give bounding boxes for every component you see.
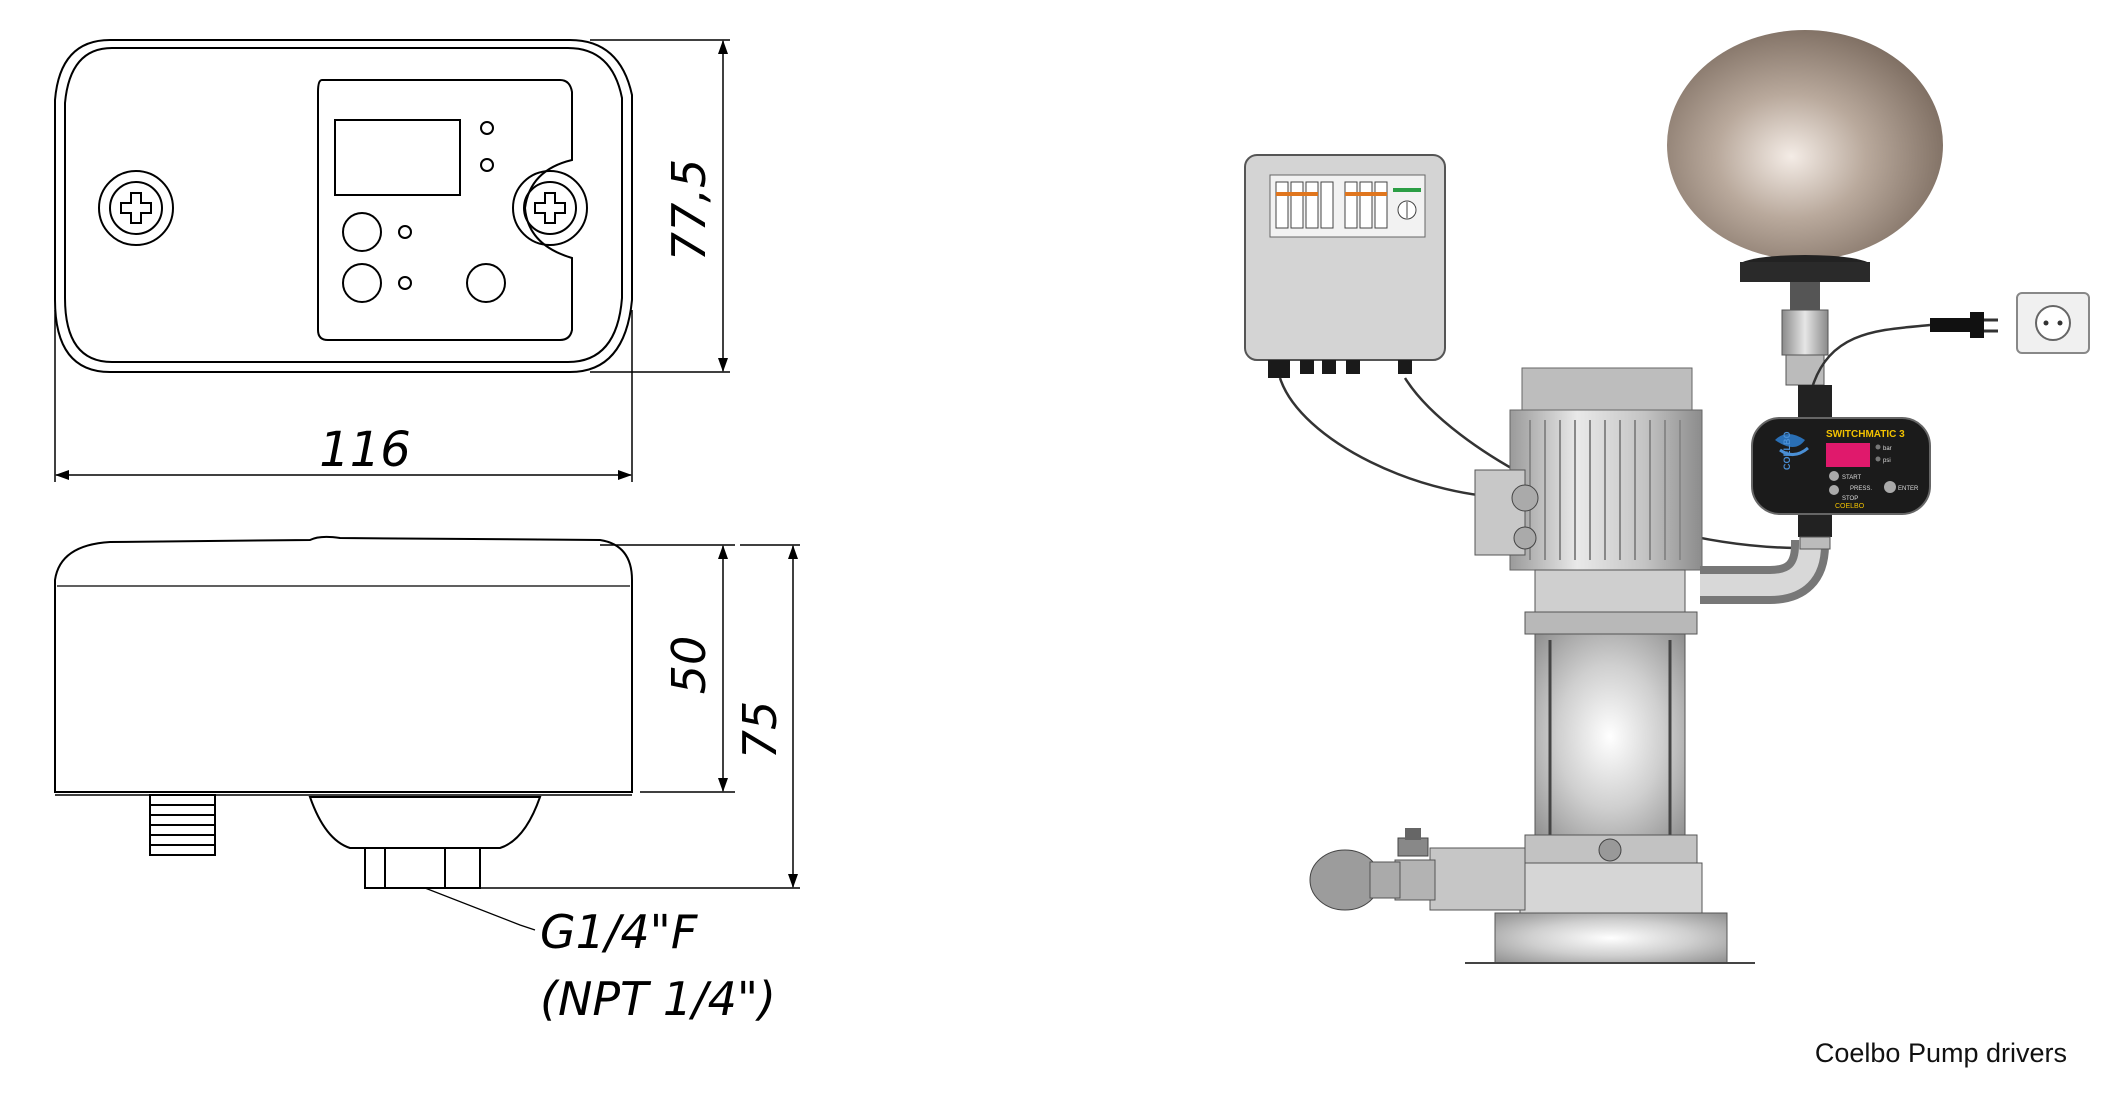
controller-pipe (1799, 536, 1831, 550)
inlet-valve (1309, 828, 1526, 911)
power-plug-icon (1930, 312, 1998, 338)
controller-stop-label: STOP (1842, 496, 1858, 502)
dimension-total-height-label: 75 (733, 701, 787, 760)
pump-body (1465, 633, 1755, 964)
electrical-panel (1244, 154, 1446, 378)
controller-enter-label: ENTER (1898, 486, 1919, 492)
dimension-total-height (480, 544, 800, 889)
top-view-outline-inner (64, 47, 623, 363)
display-window (334, 119, 461, 196)
button-stop (342, 263, 382, 303)
thread-npt-label: (NPT 1/4") (540, 972, 776, 1026)
dimension-width (54, 310, 633, 482)
led-psi (480, 158, 494, 172)
pressure-port-thread (364, 847, 481, 889)
controller-press-label: PRESS. (1850, 486, 1872, 492)
switchmatic-controller: COELBO SWITCHMATIC 3 bar psi START PRESS… (1751, 385, 1931, 537)
led-bar (480, 121, 494, 135)
wall-socket-icon (2016, 292, 2090, 354)
controller-brand-small-label: COELBO (1835, 503, 1865, 510)
dimension-height (590, 39, 730, 373)
side-view-body (54, 535, 633, 793)
controller-display (1826, 443, 1870, 467)
led-start (398, 225, 412, 239)
controller-start-label: START (1842, 475, 1861, 481)
controller-model-label: SWITCHMATIC 3 (1826, 429, 1905, 440)
controller-brand-label: COELBO (1782, 431, 1792, 470)
right-screw-icon (512, 170, 588, 246)
controller-bar-label: bar (1883, 446, 1892, 452)
pressure-port (308, 796, 542, 849)
panel-face (317, 79, 573, 341)
top-view-outline (54, 39, 633, 373)
controller-psi-label: psi (1883, 458, 1891, 464)
thread-label: G1/4"F (540, 905, 698, 959)
dimension-body-height-label: 50 (662, 636, 716, 695)
dimension-height-label: 77,5 (662, 159, 716, 261)
led-stop (398, 276, 412, 290)
expansion-tank (1667, 30, 1943, 386)
top-view-drawing (54, 39, 633, 373)
figure-caption: Coelbo Pump drivers (1814, 1038, 2067, 1068)
button-enter (466, 263, 506, 303)
left-screw-icon (98, 170, 174, 246)
side-view-drawing (54, 535, 633, 931)
dimension-body-height (600, 544, 735, 793)
threaded-fitting-icon (149, 794, 216, 856)
pump-motor (1474, 367, 1703, 635)
button-start (342, 212, 382, 252)
dimension-width-label: 116 (319, 422, 411, 478)
